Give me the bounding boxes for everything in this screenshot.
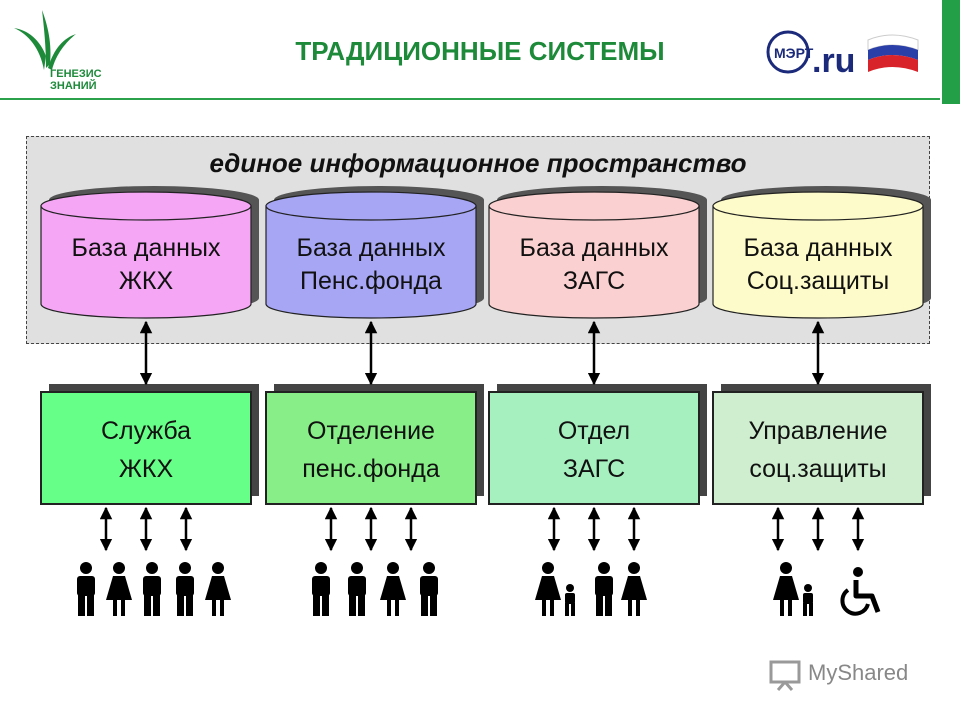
logo-line-1: ГЕНЕЗИС — [50, 68, 102, 80]
flag-blue-stripe — [868, 45, 918, 60]
database-cylinders — [40, 186, 931, 319]
woman-icon — [621, 562, 647, 616]
logo-text: ГЕНЕЗИС ЗНАНИЙ — [50, 68, 102, 92]
partner-logo-text: .ru — [812, 42, 855, 80]
header-divider — [0, 98, 940, 100]
man-icon — [420, 562, 438, 616]
service-box-pension — [265, 384, 484, 505]
service-box-zags — [488, 384, 707, 505]
page-title: ТРАДИЦИОННЫЕ СИСТЕМЫ — [295, 36, 665, 66]
woman-icon — [535, 562, 561, 616]
database-cylinder-pension — [265, 186, 484, 319]
connector-arrows — [99, 320, 865, 552]
people-figures — [77, 562, 881, 616]
child-icon — [565, 584, 575, 616]
man-icon — [595, 562, 613, 616]
people-group-zags — [535, 562, 647, 616]
woman-icon — [106, 562, 132, 616]
database-cylinder-zhkh — [40, 186, 259, 319]
watermark-text: MyShared — [808, 660, 909, 685]
service-boxes — [40, 384, 931, 505]
presentation-icon — [769, 660, 801, 691]
database-cylinder-social — [712, 186, 931, 319]
child-icon — [803, 584, 813, 616]
man-icon — [312, 562, 330, 616]
accent-bar — [942, 0, 960, 104]
flag-red-stripe — [868, 55, 918, 72]
service-box-social — [712, 384, 931, 505]
man-icon — [143, 562, 161, 616]
people-group-zhkh — [77, 562, 231, 616]
database-cylinder-zags — [488, 186, 707, 319]
wheelchair-icon — [840, 567, 881, 616]
woman-icon — [205, 562, 231, 616]
service-box-zhkh — [40, 384, 259, 505]
logo-line-2: ЗНАНИЙ — [50, 80, 97, 92]
woman-icon — [380, 562, 406, 616]
woman-icon — [773, 562, 799, 616]
information-space-label: единое информационное пространство — [209, 148, 747, 178]
svg-text:МЭРТ: МЭРТ — [774, 45, 814, 61]
man-icon — [77, 562, 95, 616]
people-group-pension — [312, 562, 438, 616]
man-icon — [176, 562, 194, 616]
genezis-logo-icon — [14, 10, 76, 70]
partner-logo: МЭРТ .ru — [766, 30, 919, 80]
man-icon — [348, 562, 366, 616]
people-group-social — [773, 562, 881, 616]
mert-seal-icon — [766, 30, 810, 74]
